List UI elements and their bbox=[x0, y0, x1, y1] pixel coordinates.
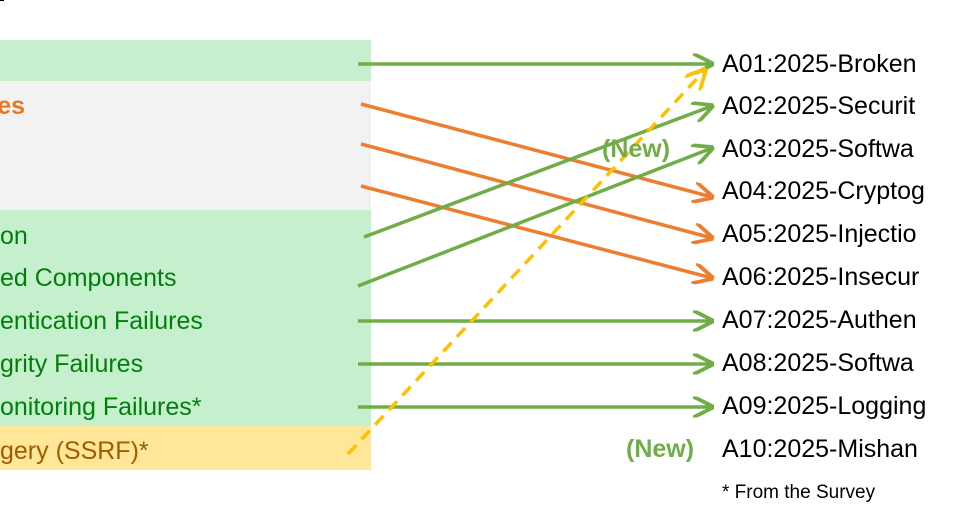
corner-mark bbox=[0, 0, 4, 7]
left-item-5: ed Components bbox=[0, 264, 177, 292]
arrow-ssrf-to-a01 bbox=[346, 70, 705, 456]
band-yellow bbox=[0, 426, 371, 470]
right-item-a06: A06:2025-Insecur bbox=[722, 263, 920, 291]
new-tag-a10: (New) bbox=[626, 435, 695, 463]
right-item-a03: A03:2025-Softwa bbox=[722, 135, 914, 163]
right-item-a02: A02:2025-Securit bbox=[722, 92, 916, 120]
new-tag-a03: (New) bbox=[602, 135, 671, 163]
left-item-4: on bbox=[0, 222, 28, 250]
arrow-to-a03 bbox=[357, 148, 712, 288]
left-item-6: entication Failures bbox=[0, 307, 203, 335]
arrow-to-a05 bbox=[360, 142, 712, 238]
arrow-to-a02 bbox=[363, 106, 712, 239]
band-green bbox=[0, 210, 371, 426]
right-item-a05: A05:2025-Injectio bbox=[722, 220, 917, 248]
left-item-8: onitoring Failures* bbox=[0, 393, 202, 421]
right-item-a09: A09:2025-Logging bbox=[722, 392, 927, 420]
arrow-to-a04 bbox=[360, 102, 712, 197]
footnote: * From the Survey bbox=[722, 482, 876, 503]
right-item-a08: A08:2025-Softwa bbox=[722, 349, 914, 377]
band-grey bbox=[0, 81, 371, 210]
right-item-a01: A01:2025-Broken bbox=[722, 50, 917, 78]
band-top-green bbox=[0, 40, 371, 81]
right-item-a04: A04:2025-Cryptog bbox=[722, 177, 925, 205]
left-item-1: es bbox=[0, 92, 25, 120]
left-item-7: grity Failures bbox=[0, 350, 144, 378]
arrow-to-a06 bbox=[360, 184, 712, 278]
left-item-9: gery (SSRF)* bbox=[0, 437, 149, 465]
right-item-a07: A07:2025-Authen bbox=[722, 306, 917, 334]
right-item-a10: A10:2025-Mishan bbox=[722, 435, 918, 463]
